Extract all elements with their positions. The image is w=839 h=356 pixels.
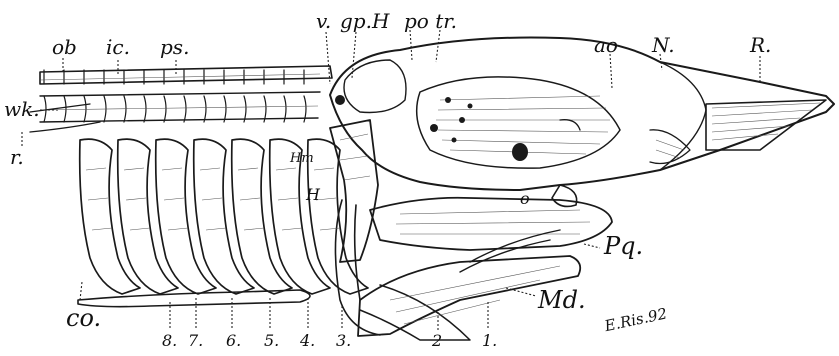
branchial-arch (232, 139, 292, 294)
branchial-arch (80, 139, 140, 294)
label-o: o (520, 189, 530, 208)
label-potr: po tr. (404, 9, 457, 33)
label-Md: Md. (537, 286, 586, 314)
label-arch-5: 5. (264, 331, 279, 350)
cranium (330, 38, 834, 191)
vertebral-column (30, 66, 332, 132)
label-arch-4: 4. (299, 331, 315, 350)
label-co: co. (66, 304, 101, 332)
label-Hm: Hm (289, 151, 314, 166)
label-r: r. (10, 145, 24, 169)
label-arch-1: 1. (482, 331, 497, 350)
label-R: R. (749, 33, 771, 57)
arch-shading (162, 168, 188, 230)
label-gpH: gp.H (340, 9, 390, 33)
branchial-arches (78, 139, 368, 307)
label-v: v. (316, 9, 331, 33)
label-H: H (305, 185, 321, 204)
arch-shading (200, 168, 226, 230)
hyoid-arch (330, 120, 380, 335)
vertebra-segment (264, 70, 266, 122)
label-arch-3: 3. (336, 331, 351, 350)
vertebra-segment (244, 70, 246, 122)
arch-shading (86, 168, 112, 230)
label-ic: ic. (106, 35, 130, 59)
vertebra-segment (204, 70, 206, 122)
label-arch-8: 8. (162, 331, 177, 350)
label-ao: ao (594, 33, 618, 57)
label-N: N. (651, 33, 675, 57)
label-ob: ob (52, 35, 77, 59)
jaw-apparatus (358, 185, 612, 340)
arch-shading (276, 168, 302, 230)
arch-shading (238, 168, 264, 230)
label-ps: ps. (160, 35, 189, 59)
label-Pq: Pq. (603, 232, 643, 260)
vertebra-segment (224, 70, 226, 122)
vertebra-segment (104, 70, 106, 122)
branchial-arch (118, 139, 178, 294)
arch-shading (124, 168, 150, 230)
vertebra-segment (124, 70, 126, 122)
branchial-arch (194, 139, 254, 294)
label-wk: wk. (4, 97, 40, 121)
label-arch-6: 6. (226, 331, 241, 350)
vertebra-segment (184, 70, 186, 122)
artist-signature: E.Ris.92 (602, 304, 669, 335)
branchial-arch (308, 139, 368, 294)
vertebra-segment (164, 70, 166, 122)
label-arch-7: 7. (188, 331, 203, 350)
vertebra-segment (284, 70, 286, 122)
branchial-arch (156, 139, 216, 294)
leader-lines (22, 30, 760, 330)
label-arch-2: 2 (431, 331, 442, 350)
